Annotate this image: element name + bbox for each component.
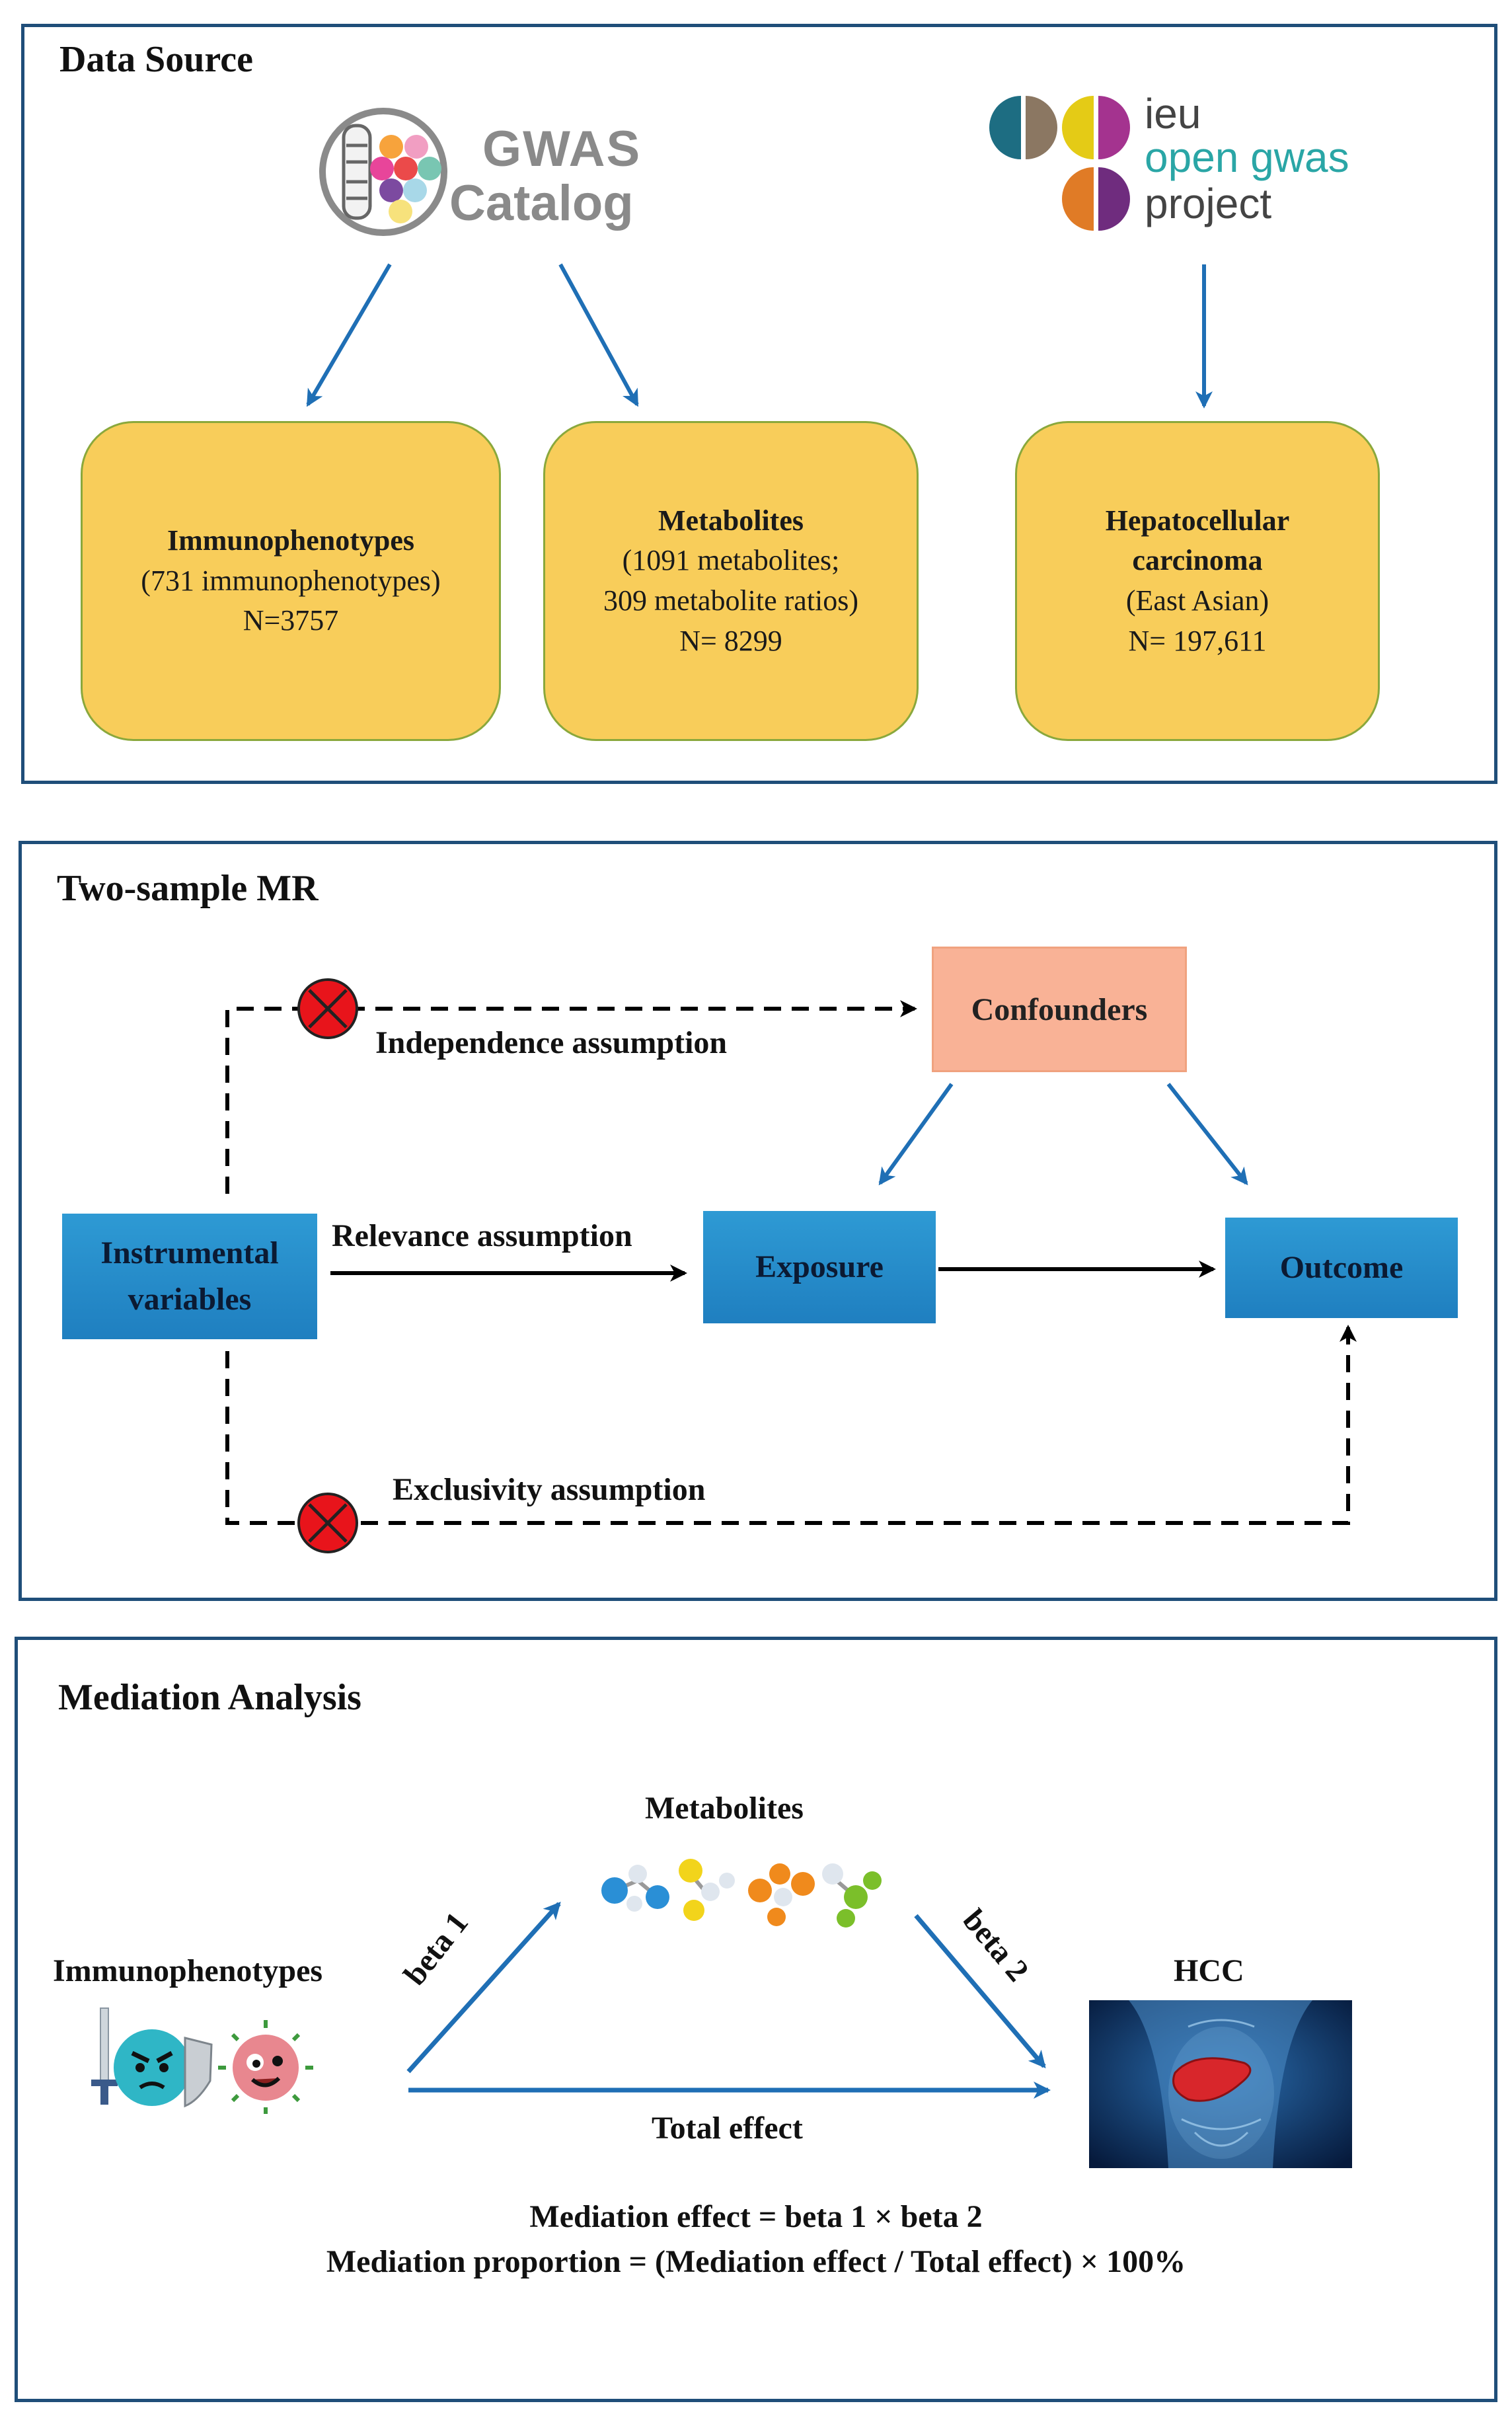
gwas-to-immunophenotypes-arrow: [306, 263, 392, 407]
instrumental-variables-box: Instrumental variables: [62, 1214, 317, 1339]
hcc-box-title-line2: carcinoma: [1132, 544, 1263, 577]
confounders-to-exposure-arrow: [878, 1083, 954, 1186]
mediation-effect-formula: Mediation effect = beta 1 × beta 2: [529, 2199, 983, 2234]
exclusivity-dashed-line: [225, 1325, 1357, 1525]
mediation-analysis-title: Mediation Analysis: [58, 1677, 361, 1718]
hcc-box-population: (East Asian): [1125, 584, 1269, 617]
virus-icon: [218, 2020, 313, 2114]
gwas-catalog-logo: GWAS Catalog: [317, 106, 640, 238]
metabolites-box-count: (1091 metabolites;: [622, 544, 840, 577]
liver-icon: [1172, 2057, 1252, 2102]
immunophenotypes-data-box: Immunophenotypes (731 immunophenotypes) …: [81, 421, 501, 741]
confounders-box: Confounders: [932, 947, 1187, 1072]
ieu-logo-line1: ieu: [1145, 90, 1201, 137]
shield-icon: [184, 2037, 213, 2108]
hcc-box-title-line1: Hepatocellular: [1105, 504, 1290, 537]
independence-dashed-line: [225, 1000, 917, 1194]
iv-label-line1: Instrumental: [100, 1235, 279, 1271]
outcome-box: Outcome: [1225, 1218, 1458, 1318]
immune-cell-face-icon: [114, 2029, 190, 2106]
metabolites-box-title: Metabolites: [658, 504, 804, 537]
immune-cell-virus-icon: [91, 2007, 313, 2114]
relevance-assumption-label: Relevance assumption: [332, 1218, 632, 1253]
mediation-proportion-formula: Mediation proportion = (Mediation effect…: [326, 2244, 1186, 2279]
immunophenotypes-box-count: (731 immunophenotypes): [141, 564, 441, 597]
metabolites-data-box: Metabolites (1091 metabolites; 309 metab…: [543, 421, 919, 741]
total-effect-label: Total effect: [652, 2111, 803, 2146]
immunophenotypes-box-title: Immunophenotypes: [167, 524, 415, 557]
ieu-logo-icon: [989, 96, 1130, 231]
exposure-box: Exposure: [703, 1211, 936, 1323]
hcc-body-liver-image: [1089, 2000, 1352, 2168]
ieu-logo-line2: open gwas: [1145, 134, 1349, 181]
hcc-label: HCC: [1174, 1953, 1244, 1988]
molecule-blue-icon: [601, 1865, 669, 1912]
ieu-logo-line3: project: [1145, 180, 1272, 227]
two-sample-mr-title: Two-sample MR: [57, 868, 319, 909]
independence-violation-cross-icon: [297, 978, 358, 1039]
beta-1-arrow: [406, 1902, 561, 2074]
independence-assumption-label: Independence assumption: [375, 1025, 728, 1060]
iv-label-line2: variables: [128, 1282, 252, 1317]
hcc-box-n: N= 197,611: [1128, 624, 1267, 657]
molecule-orange-icon: [748, 1863, 815, 1926]
metabolites-box-n: N= 8299: [679, 624, 782, 657]
metabolites-label: Metabolites: [645, 1791, 804, 1826]
gwas-logo-line1: GWAS: [482, 121, 642, 177]
beta-2-arrow: [914, 1914, 1046, 2069]
hcc-data-box: Hepatocellular carcinoma (East Asian) N=…: [1015, 421, 1380, 741]
exposure-label: Exposure: [755, 1249, 884, 1285]
ieu-open-gwas-logo: ieu open gwas project: [985, 89, 1394, 241]
metabolites-box-ratios: 309 metabolite ratios): [603, 584, 859, 617]
confounders-label: Confounders: [971, 992, 1148, 1027]
gwas-logo-line2: Catalog: [449, 175, 634, 231]
outcome-label: Outcome: [1279, 1250, 1404, 1286]
immunophenotypes-label: Immunophenotypes: [53, 1953, 323, 1988]
gwas-to-metabolites-arrow: [558, 263, 639, 407]
exclusivity-assumption-label: Exclusivity assumption: [393, 1472, 706, 1507]
sword-icon: [91, 2007, 118, 2105]
molecule-yellow-icon: [679, 1859, 735, 1921]
molecule-green-icon: [822, 1863, 882, 1928]
data-source-title: Data Source: [59, 39, 253, 80]
metabolite-molecules-icon: [601, 1859, 882, 1928]
exclusivity-violation-cross-icon: [297, 1493, 358, 1553]
gwas-catalog-icon: [319, 108, 447, 236]
immunophenotypes-box-n: N=3757: [243, 604, 339, 637]
confounders-to-outcome-arrow: [1166, 1083, 1248, 1186]
